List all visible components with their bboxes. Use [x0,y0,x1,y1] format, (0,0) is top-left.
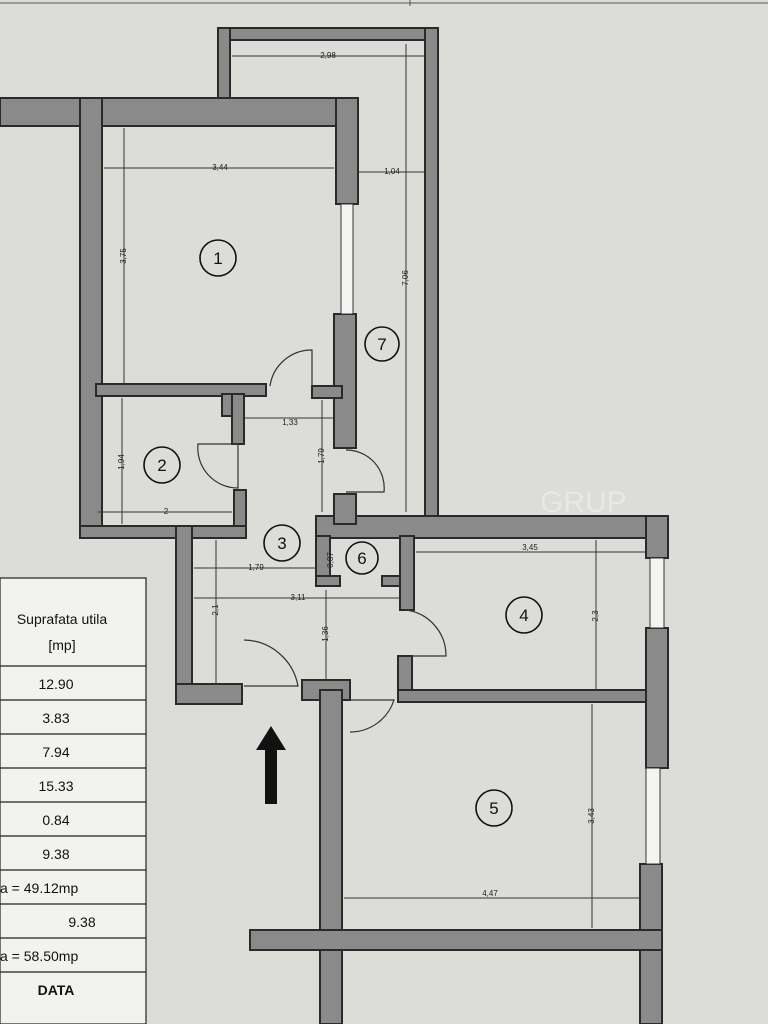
dim-room3-height: 2,1 [211,604,220,616]
wall-room4-left-upper [399,535,415,611]
wall-hall-stub [333,493,357,525]
table-row-value: 9.38 [68,914,95,930]
doors [197,349,447,733]
dim-passage-height: 1,36 [321,626,330,642]
dim-room2-height: 1,94 [117,454,126,470]
wall-balcony-top [217,27,439,41]
area-table: Suprafata utila [mp] 12.90 3.83 7.94 15.33 0… [0,577,147,1024]
dim-balcony-length: 7,06 [401,270,410,286]
wall-room4-right-lower [645,627,669,769]
dim-room3-width-b: 3,11 [291,593,307,602]
wall-room1-bottom-stub [311,385,343,399]
window-room4 [649,557,665,629]
door-room2 [197,443,239,489]
door-room4 [405,609,447,657]
room-2-label: 2 [157,456,166,475]
dim-room4-height: 2,3 [591,610,600,622]
room-5-circle [475,789,513,827]
wall-balcony-left [217,27,231,107]
wall-room1-top [0,97,359,127]
wall-room5-left [319,689,343,1024]
table-row-value: DATA [38,982,75,998]
room-6-circle [345,541,379,575]
dim-corridor-height: 1,79 [317,448,326,464]
table-header: Suprafata utila [17,611,107,627]
table-row-value: 12.90 [38,676,73,692]
door-room5 [349,699,395,733]
dimension-labels: 2,98 3,44 3,75 1,04 7,06 1,33 1,79 1,94 … [117,51,600,898]
wall-room4-right-top [645,515,669,559]
room-1-circle [199,239,237,277]
table-row-value: a = 49.12mp [0,880,78,896]
window-room1 [340,203,354,315]
room-1-label: 1 [213,249,222,268]
room-7-label: 7 [377,335,386,354]
table-row-value: 7.94 [42,744,69,760]
wall-left-outer [79,97,103,539]
dim-hall-width: 1,04 [384,167,400,176]
door-corridor [345,449,385,493]
wall-room4-top [315,515,669,539]
wall-balcony-right [424,27,439,521]
window-room5 [645,767,661,865]
table-rows: 12.90 3.83 7.94 15.33 0.84 9.38 a = 49.12mp 9.3… [0,676,146,998]
windows [340,203,665,865]
dim-room1-height: 3,75 [119,248,128,264]
room-labels: 1 2 3 4 5 6 7 [143,239,543,827]
dim-room1-width: 3,44 [212,163,228,172]
room-7-circle [364,326,400,362]
door-entry [243,639,299,687]
wall-room2-bottom [79,525,247,539]
table-row-value: 15.33 [38,778,73,794]
table-row-value: a = 58.50mp [0,948,78,964]
door-room1 [269,349,313,387]
wall-room3-left [175,525,193,705]
dim-balcony-width: 2,98 [320,51,336,60]
watermark-text: GRUP [540,486,627,519]
wall-room2-right-upper [231,393,245,445]
dim-room5-width: 4,47 [482,889,498,898]
wall-room6-bottom [315,575,341,587]
dim-room4-width: 3,45 [522,543,538,552]
wall-room5-bottom [249,929,663,951]
dimension-lines [98,44,646,928]
table-row-value: 9.38 [42,846,69,862]
wall-room1-right-lower [333,313,357,449]
entry-arrow-icon [256,726,286,804]
room-5-label: 5 [489,799,498,818]
table-unit: [mp] [48,637,75,653]
room-4-label: 4 [519,606,528,625]
wall-room4-bottom [397,689,669,703]
room-3-circle [263,524,301,562]
room-4-circle [505,596,543,634]
wall-room1-right-upper [335,97,359,205]
room-2-circle [143,446,181,484]
walls [0,27,669,1024]
table-row-value: 3.83 [42,710,69,726]
room-6-label: 6 [357,549,366,568]
room-3-label: 3 [277,534,286,553]
dim-room5-height: 3,43 [587,808,596,824]
wall-room3-bottom [175,683,243,705]
dim-room2-width: 2 [164,507,169,516]
dim-room6-width: 0,87 [326,552,335,568]
dim-corridor-width: 1,33 [282,418,298,427]
dim-room3-width-a: 1,79 [248,563,264,572]
table-row-value: 0.84 [42,812,69,828]
